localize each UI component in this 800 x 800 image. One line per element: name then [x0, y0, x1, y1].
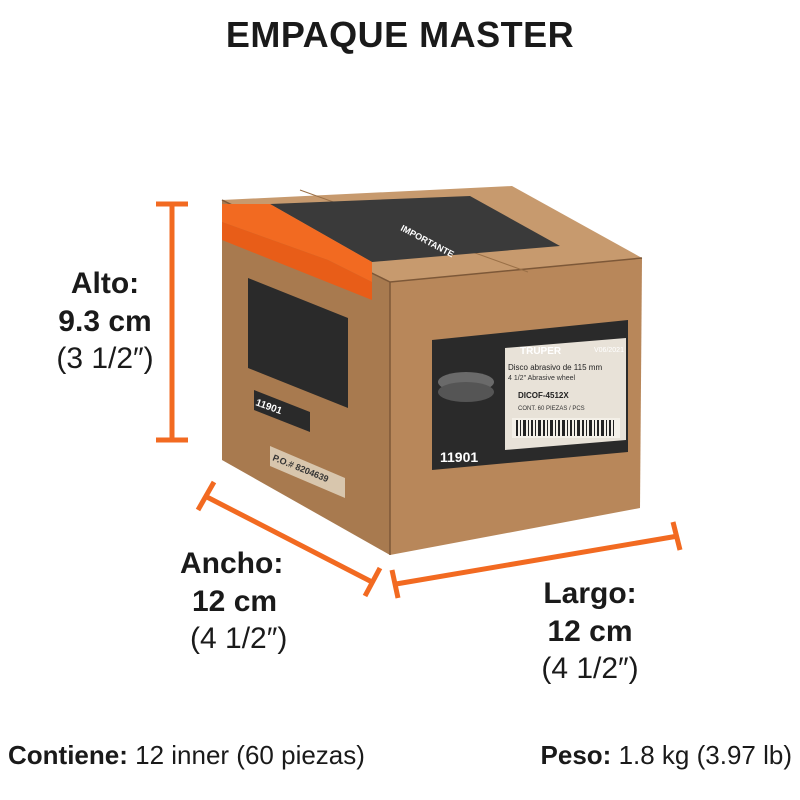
page-title: EMPAQUE MASTER: [225, 14, 575, 55]
weight-label: Peso:: [540, 740, 612, 770]
length-dimension-line: [389, 521, 683, 599]
length-value: 12 cm: [547, 614, 633, 648]
cardboard-box: TRUPER V06/2021 Disco abrasivo de 115 mm…: [221, 186, 643, 555]
length-label: Largo:: [543, 577, 637, 610]
contents-value: 12 inner (60 piezas): [135, 740, 365, 770]
length-inches: (4 1/2″): [541, 652, 639, 685]
top-warning-label: [270, 196, 560, 262]
contents-label: Contiene:: [8, 740, 128, 770]
width-label: Ancho:: [180, 547, 284, 580]
box-product: Disco abrasivo de 115 mm: [508, 363, 602, 372]
width-value: 12 cm: [192, 584, 278, 618]
height-label: Alto:: [70, 267, 140, 300]
po-label: [270, 446, 345, 498]
height-inches: (3 1/2″): [56, 342, 154, 375]
box-product-en: 4 1/2" Abrasive wheel: [508, 375, 576, 382]
width-dimension: Ancho: 12 cm (4 1/2″): [180, 545, 340, 658]
barcode-icon: [512, 418, 620, 438]
side-product-label: [248, 278, 348, 408]
box-code: DICOF-4512X: [518, 391, 569, 400]
height-dimension: Alto: 9.3 cm (3 1/2″): [40, 265, 170, 378]
box-brand: TRUPER: [520, 346, 562, 357]
weight-value: 1.8 kg (3.97 lb): [618, 740, 792, 770]
height-value: 9.3 cm: [58, 304, 152, 338]
weight-info: Peso: 1.8 kg (3.97 lb): [541, 740, 792, 771]
orange-tape-side: [222, 222, 372, 300]
orange-tape-top: [222, 204, 372, 282]
box-number-front: 11901: [440, 449, 478, 465]
box-version: V06/2021: [594, 347, 624, 354]
height-dimension-line: [156, 201, 188, 443]
box-pieces: CONT. 60 PIEZAS / PCS: [518, 406, 585, 412]
length-dimension: Largo: 12 cm (4 1/2″): [520, 575, 660, 688]
width-inches: (4 1/2″): [190, 622, 288, 655]
side-number-label: [254, 390, 310, 432]
contents-info: Contiene: 12 inner (60 piezas): [8, 740, 365, 771]
width-dimension-line: [195, 480, 383, 598]
